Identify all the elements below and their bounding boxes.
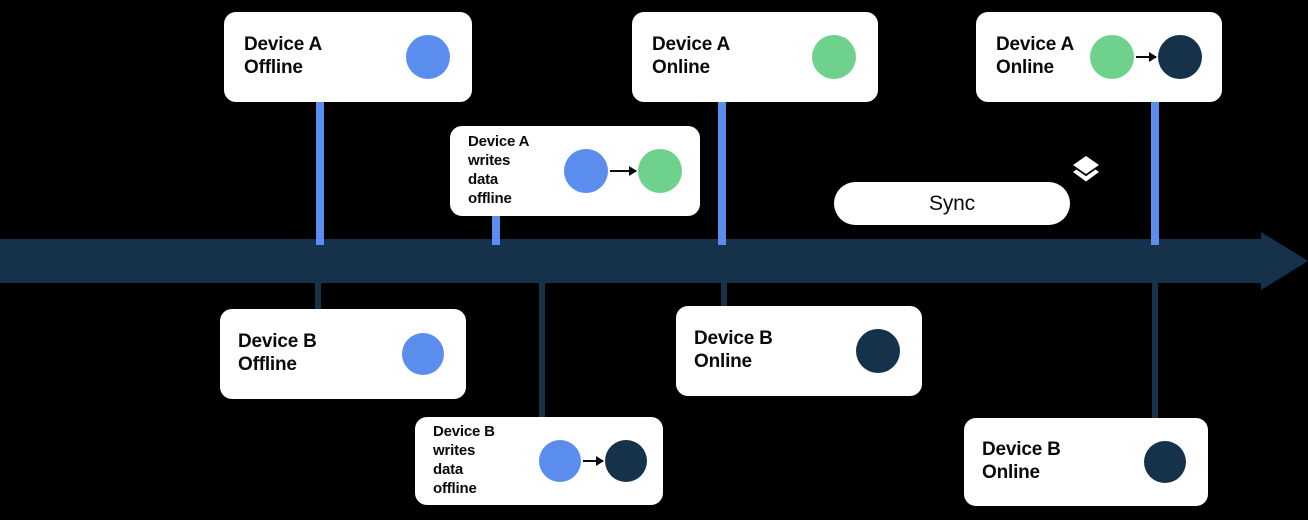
card-device-a-online-1-label: Device A Online (652, 34, 730, 78)
status-dot-green-icon (1090, 35, 1134, 79)
card-device-a-online-2-label: Device A Online (996, 34, 1074, 78)
card-device-a-offline-label: Device A Offline (244, 34, 322, 78)
status-dot-blue-icon (402, 333, 444, 375)
card-device-b-offline-label: Device B Offline (238, 331, 317, 375)
transfer-arrow-icon (1136, 52, 1157, 62)
connector-device-b-offline (315, 280, 321, 312)
card-device-b-online-1-art (856, 329, 900, 373)
card-device-b-writes-offline[interactable]: Device B writes data offline (415, 417, 663, 505)
layers-icon (1068, 152, 1104, 188)
connector-device-a-writes-offline (492, 215, 500, 245)
status-dot-navy-icon (1144, 441, 1186, 483)
card-device-b-online-2-art (1144, 441, 1186, 483)
timeline-arrowhead-icon (1261, 232, 1308, 290)
card-device-a-writes-offline-label: Device A writes data offline (468, 133, 530, 207)
sync-label: Sync (929, 191, 975, 215)
card-device-b-offline[interactable]: Device B Offline (220, 309, 466, 399)
connector-device-a-online-1 (718, 100, 726, 245)
status-dot-navy-icon (856, 329, 900, 373)
status-dot-green-icon (812, 35, 856, 79)
connector-device-b-online-2 (1152, 280, 1158, 420)
status-dot-navy-icon (1158, 35, 1202, 79)
card-device-b-online-2-label: Device B Online (982, 439, 1061, 483)
card-device-a-writes-offline-art (564, 149, 682, 193)
card-device-a-offline[interactable]: Device A Offline (224, 12, 472, 102)
card-device-b-writes-offline-art (539, 440, 647, 482)
card-device-b-online-1-label: Device B Online (694, 328, 773, 372)
card-device-a-offline-art (406, 35, 450, 79)
status-dot-navy-icon (605, 440, 647, 482)
status-dot-blue-icon (406, 35, 450, 79)
card-device-b-online-2[interactable]: Device B Online (964, 418, 1208, 506)
sync-pill[interactable]: Sync (834, 182, 1070, 225)
status-dot-blue-icon (539, 440, 581, 482)
card-device-a-online-2[interactable]: Device A Online (976, 12, 1222, 102)
card-device-b-offline-art (402, 333, 444, 375)
card-device-a-online-2-art (1090, 35, 1202, 79)
card-device-a-online-1-art (812, 35, 856, 79)
transfer-arrow-icon (583, 456, 604, 466)
card-device-b-online-1[interactable]: Device B Online (676, 306, 922, 396)
transfer-arrow-icon (610, 166, 637, 176)
card-device-a-online-1[interactable]: Device A Online (632, 12, 878, 102)
timeline-axis-bar (0, 239, 1262, 283)
connector-device-b-online-1 (721, 280, 727, 308)
status-dot-green-icon (638, 149, 682, 193)
connector-device-a-offline (316, 100, 324, 245)
status-dot-blue-icon (564, 149, 608, 193)
connector-device-b-writes-offline (539, 280, 545, 420)
card-device-a-writes-offline[interactable]: Device A writes data offline (450, 126, 700, 216)
card-device-b-writes-offline-label: Device B writes data offline (433, 423, 495, 497)
connector-device-a-online-2 (1151, 100, 1159, 245)
